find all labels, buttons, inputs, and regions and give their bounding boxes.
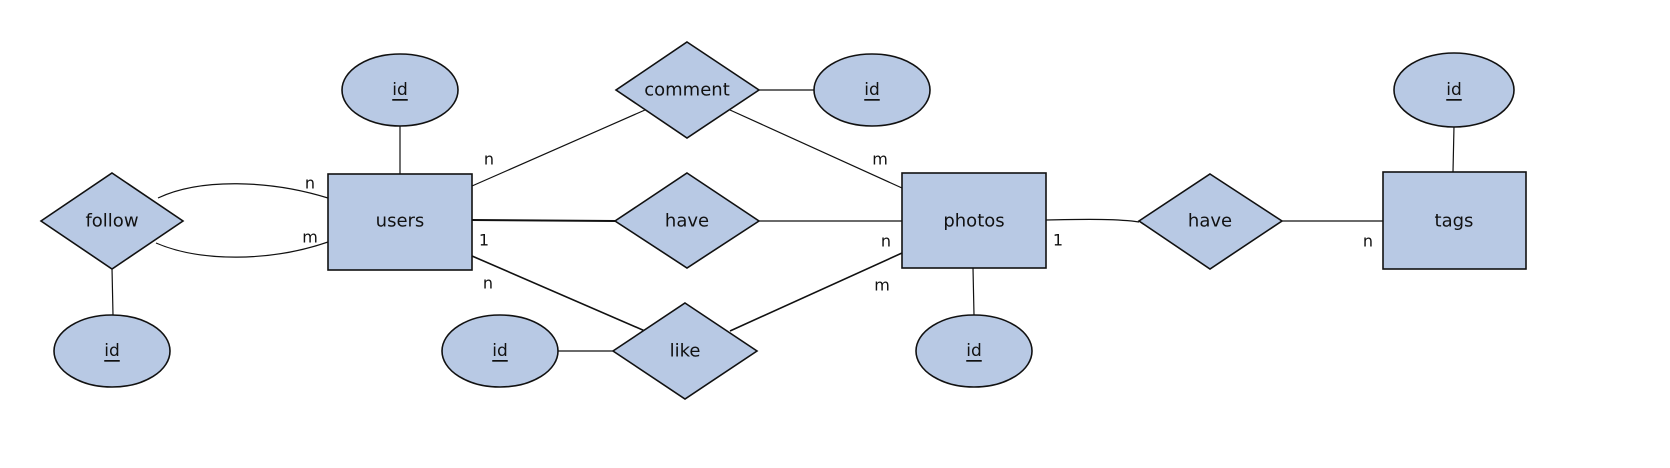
attribute-label: id	[104, 341, 120, 361]
attribute-label: id	[966, 341, 982, 361]
edge-users-have	[471, 219, 616, 222]
relationship-follow-label: follow	[85, 211, 138, 232]
relationship-like[interactable]: like	[611, 302, 759, 400]
cardinality-label: 1	[479, 231, 489, 250]
cardinality-label: n	[483, 274, 493, 293]
relationship-have2-label: have	[1188, 211, 1232, 232]
attribute-label: id	[492, 341, 508, 361]
relationship-like-diamond	[611, 302, 759, 400]
cardinality-label: n	[881, 232, 891, 251]
attribute-ellipse	[1393, 52, 1515, 128]
relationship-comment-label: comment	[644, 80, 730, 101]
edge-follow-id	[111, 267, 114, 316]
relationship-comment[interactable]: comment	[614, 41, 761, 139]
edge-photos-id	[972, 267, 975, 316]
attribute-label: id	[392, 80, 408, 100]
entity-photos[interactable]: photos	[901, 172, 1047, 269]
relationship-have-photos-tags[interactable]: have	[1137, 173, 1284, 270]
attribute-ellipse	[53, 314, 171, 388]
attribute-tags-id[interactable]: id	[1393, 52, 1515, 128]
relationship-have-label: have	[665, 211, 709, 232]
relationship-follow[interactable]: follow	[39, 172, 185, 270]
attribute-comment-id[interactable]: id	[813, 53, 931, 127]
attribute-follow-id[interactable]: id	[53, 314, 171, 388]
relationship-follow-diamond	[39, 172, 185, 270]
cardinality-label: 1	[1053, 231, 1063, 250]
cardinality-labels: n m n m 1 n n m 1 n	[302, 150, 1373, 295]
cardinality-label: n	[484, 150, 494, 169]
attribute-users-id[interactable]: id	[341, 53, 459, 127]
relationship-have-diamond	[613, 172, 761, 269]
cardinality-label: m	[302, 228, 318, 247]
attribute-label: id	[1446, 80, 1462, 100]
edge-follow-users-bottom	[155, 241, 329, 258]
relationship-have2-diamond	[1137, 173, 1284, 270]
relationship-like-label: like	[670, 341, 701, 362]
relationship-comment-diamond	[614, 41, 761, 139]
attribute-ellipse	[341, 53, 459, 127]
edges	[111, 89, 1455, 352]
cardinality-label: m	[874, 276, 890, 295]
edge-tags-id	[1452, 125, 1455, 173]
edge-follow-users-top	[157, 183, 329, 199]
entity-users-label: users	[376, 211, 425, 232]
edge-comment-photos	[729, 109, 903, 189]
entity-tags-label: tags	[1435, 211, 1474, 232]
entity-users[interactable]: users	[327, 173, 473, 271]
attribute-like-id[interactable]: id	[441, 314, 559, 388]
cardinality-label: n	[1363, 232, 1373, 251]
attribute-ellipse	[813, 53, 931, 127]
entity-tags-box	[1382, 171, 1527, 270]
edge-like-photos	[729, 252, 903, 332]
entity-tags[interactable]: tags	[1382, 171, 1527, 270]
cardinality-label: m	[872, 150, 888, 169]
attribute-photos-id[interactable]: id	[915, 314, 1033, 388]
edge-photos-have2	[1045, 218, 1140, 223]
entity-photos-label: photos	[943, 211, 1004, 232]
attribute-ellipse	[915, 314, 1033, 388]
relationship-have-users-photos[interactable]: have	[613, 172, 761, 269]
edge-users-like	[471, 255, 646, 332]
attribute-ellipse	[441, 314, 559, 388]
entity-users-box	[327, 173, 473, 271]
cardinality-label: n	[305, 174, 315, 193]
edge-users-comment	[471, 109, 646, 187]
entity-photos-box	[901, 172, 1047, 269]
attribute-label: id	[864, 80, 880, 100]
